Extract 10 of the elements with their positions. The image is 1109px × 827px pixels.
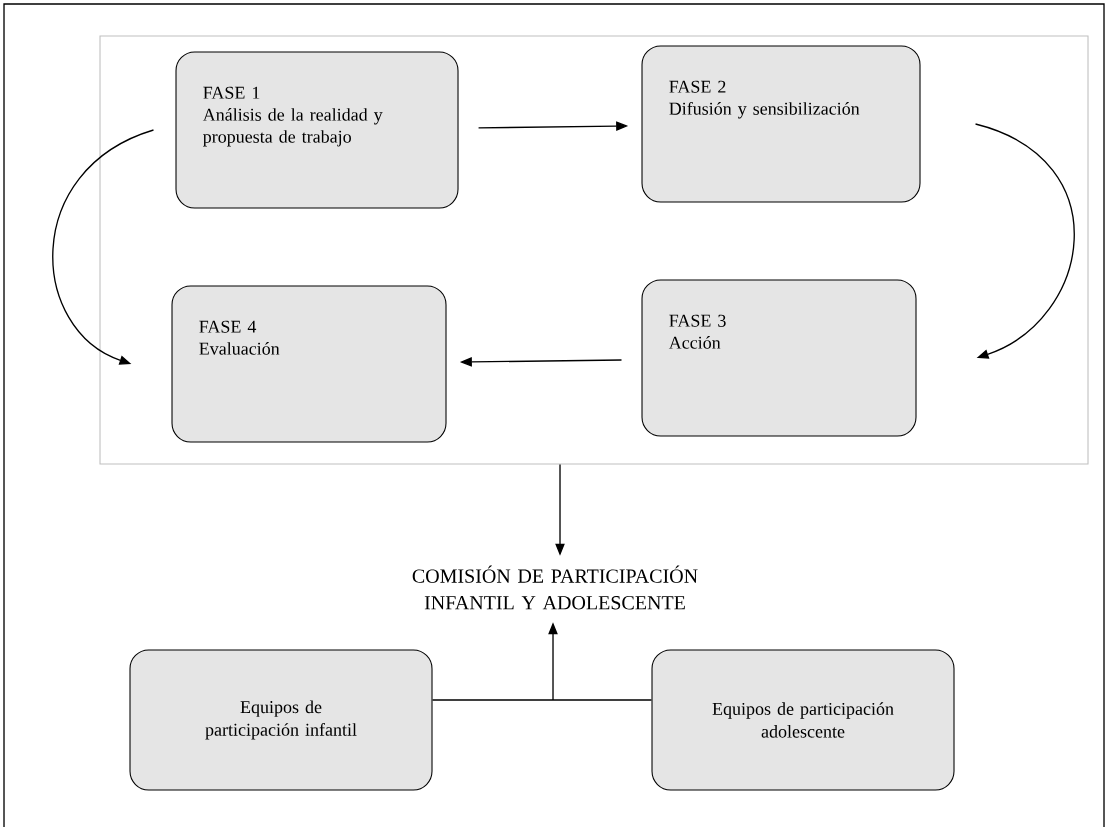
team-box: Equipos de participación infantil	[129, 649, 433, 791]
arrow	[974, 123, 1075, 359]
phase-box: FASE 2 Difusión y sensibilización	[641, 45, 921, 203]
arrow	[52, 129, 155, 365]
team-box: Equipos de participación adolescente	[651, 649, 955, 791]
phase-box: FASE 1 Análisis de la realidad y propuesta de trabajo	[175, 51, 459, 209]
heading-text: COMISIÓN DE PARTICIPACIÓN INFANTIL Y ADOLESCENTE	[412, 565, 698, 610]
phase-box: FASE 4 Evaluación	[171, 285, 447, 443]
frame	[99, 35, 1089, 465]
phase-box: FASE 3 Acción	[641, 279, 917, 437]
